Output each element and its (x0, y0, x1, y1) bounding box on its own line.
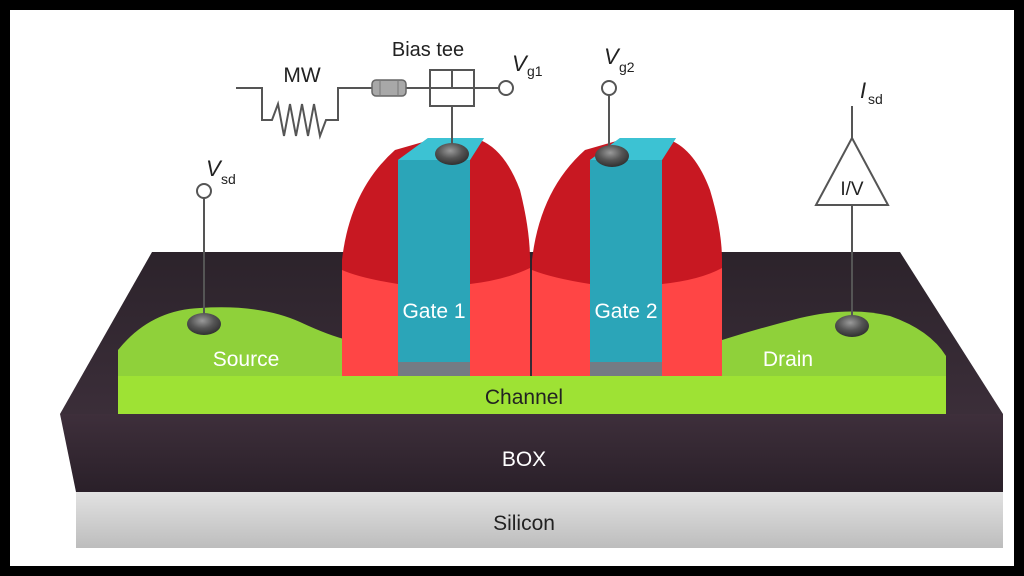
drain-contact (835, 315, 869, 337)
drain-label: Drain (763, 348, 813, 371)
channel-strip (118, 376, 946, 414)
mw-label: MW (283, 64, 320, 87)
iv-converter-icon (814, 135, 890, 206)
channel-label: Channel (485, 386, 563, 409)
silicon-layer (76, 492, 1003, 548)
bias-tee-box (429, 69, 475, 107)
isd-label: I (860, 78, 866, 103)
gate-2 (532, 138, 722, 376)
isd-subscript: sd (868, 91, 883, 107)
drain-region (722, 311, 946, 376)
vsd-subscript: sd (221, 171, 236, 187)
vsd-terminal-icon (196, 183, 212, 199)
mw-resistor-wire (236, 87, 372, 140)
vsd-label: V (206, 156, 223, 181)
gate-2-cyan-electrode (590, 138, 676, 376)
source-region (118, 307, 348, 376)
gate-1-label: Gate 1 (402, 300, 465, 323)
box-layer (60, 414, 1003, 492)
circuit-wiring (203, 87, 853, 320)
silicon-label: Silicon (493, 512, 555, 535)
iv-label: I/V (840, 179, 864, 200)
vg2-label: V (604, 44, 621, 69)
box-label: BOX (502, 448, 546, 471)
source-label: Source (213, 348, 280, 371)
vg2-subscript: g2 (619, 59, 635, 75)
gate-1 (342, 138, 530, 376)
source-contact (187, 313, 221, 335)
gate-1-contact (435, 143, 469, 165)
vg1-subscript: g1 (527, 63, 543, 79)
vg2-terminal-icon (601, 80, 617, 96)
coax-connector-icon (371, 79, 407, 97)
gate-2-label: Gate 2 (594, 300, 657, 323)
gate-1-cyan-electrode (398, 138, 484, 376)
vg1-label: V (512, 51, 529, 76)
vg1-terminal-icon (498, 80, 514, 96)
bias-tee-label: Bias tee (392, 39, 464, 61)
gate-2-contact (595, 145, 629, 167)
